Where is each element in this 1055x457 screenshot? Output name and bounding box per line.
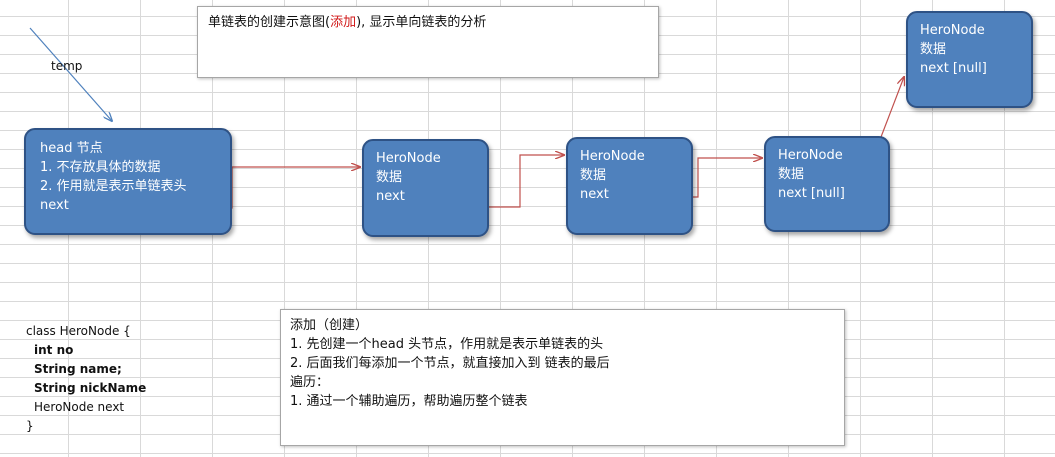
head-node-line1: 1. 不存放具体的数据 (40, 160, 161, 175)
explain-line4: 遍历： (290, 375, 330, 390)
hero-node-name: HeroNode (376, 151, 441, 166)
title-highlight: 添加 (330, 15, 357, 30)
hero-node-4: HeroNode 数据 next [null] (906, 11, 1033, 108)
explain-line1: 添加（创建） (290, 318, 369, 333)
hero-node-next: next (580, 187, 609, 202)
hero-node-name: HeroNode (778, 148, 843, 163)
class-decl: class HeroNode { (26, 324, 131, 338)
hero-node-next: next (376, 189, 405, 204)
field-no: int no (34, 343, 74, 357)
hero-node-name: HeroNode (580, 149, 645, 164)
title-text: 单链表的创建示意图(添加), 显示单向链表的分析 (208, 15, 487, 30)
class-definition: class HeroNode { int no String name; Str… (26, 322, 146, 436)
explain-line3: 2. 后面我们每添加一个节点，就直接加入到 链表的最后 (290, 356, 610, 371)
head-node-next: next (40, 198, 69, 213)
field-name: String name; (34, 362, 122, 376)
hero-node-data: 数据 (920, 42, 947, 57)
temp-arrow (29, 27, 112, 121)
temp-label: temp (51, 59, 83, 73)
explanation-note: 添加（创建） 1. 先创建一个head 头节点，作用就是表示单链表的头 2. 后… (280, 309, 845, 446)
hero-node-1: HeroNode 数据 next (362, 139, 489, 237)
head-node: head 节点 1. 不存放具体的数据 2. 作用就是表示单链表头 next (24, 128, 232, 235)
title-note: 单链表的创建示意图(添加), 显示单向链表的分析 (197, 6, 659, 78)
hero-node-name: HeroNode (920, 23, 985, 38)
head-node-line2: 2. 作用就是表示单链表头 (40, 179, 187, 194)
hero-node-next: next [null] (778, 186, 845, 201)
hero-node-3: HeroNode 数据 next [null] (764, 136, 890, 232)
head-node-title: head 节点 (40, 141, 103, 156)
hero-node-2: HeroNode 数据 next (566, 137, 693, 235)
hero-node-next: next [null] (920, 61, 987, 76)
hero-node-data: 数据 (376, 170, 403, 185)
explain-line2: 1. 先创建一个head 头节点，作用就是表示单链表的头 (290, 337, 604, 352)
hero-node-data: 数据 (778, 167, 805, 182)
class-close: } (26, 419, 34, 433)
field-next: HeroNode next (34, 400, 125, 414)
field-nickname: String nickName (34, 381, 147, 395)
explain-line5: 1. 通过一个辅助遍历，帮助遍历整个链表 (290, 394, 528, 409)
hero-node-data: 数据 (580, 168, 607, 183)
